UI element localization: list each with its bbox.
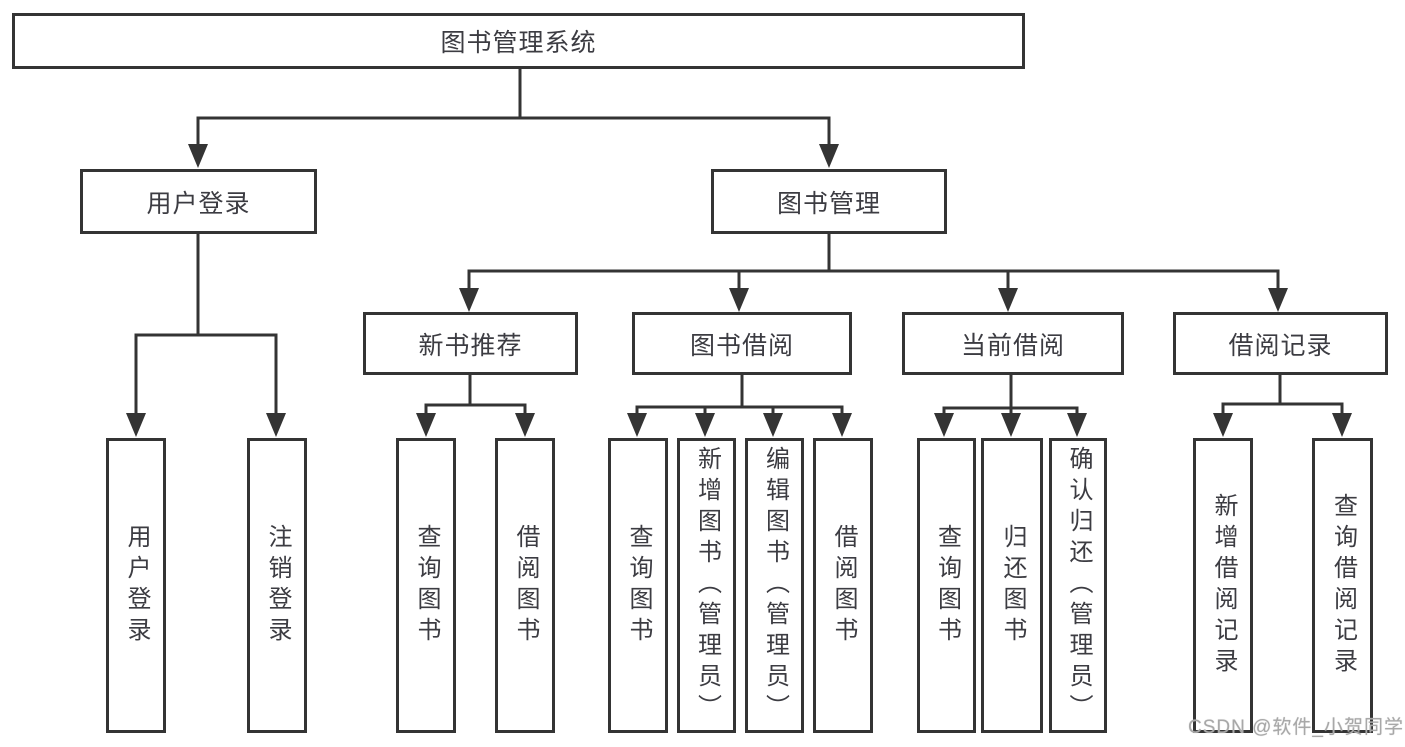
leaf-query-books-borrow: 查询图书 xyxy=(608,438,668,733)
leaf-borrow-books-recommend: 借阅图书 xyxy=(495,438,555,733)
leaf-query-books-recommend: 查询图书 xyxy=(396,438,456,733)
leaf-logout: 注销登录 xyxy=(247,438,307,733)
leaf-borrow-books-borrow: 借阅图书 xyxy=(813,438,873,733)
leaf-add-borrow-record: 新增借阅记录 xyxy=(1193,438,1253,733)
leaf-query-books-current: 查询图书 xyxy=(917,438,976,733)
node-book-borrow: 图书借阅 xyxy=(632,312,852,375)
leaf-return-books: 归还图书 xyxy=(981,438,1043,733)
leaf-edit-book-admin: 编辑图书（管理员） xyxy=(745,438,804,733)
watermark: CSDN @软件_小贺同学 xyxy=(1188,717,1404,738)
node-user-login: 用户登录 xyxy=(80,169,317,234)
node-new-book-recommend: 新书推荐 xyxy=(363,312,578,375)
leaf-add-book-admin: 新增图书（管理员） xyxy=(677,438,736,733)
node-current-borrow: 当前借阅 xyxy=(902,312,1124,375)
node-root: 图书管理系统 xyxy=(12,13,1025,69)
node-borrow-records: 借阅记录 xyxy=(1173,312,1388,375)
leaf-confirm-return-admin: 确认归还（管理员） xyxy=(1049,438,1107,733)
node-book-management: 图书管理 xyxy=(711,169,947,234)
leaf-query-borrow-record: 查询借阅记录 xyxy=(1312,438,1373,733)
leaf-user-login: 用户登录 xyxy=(106,438,166,733)
